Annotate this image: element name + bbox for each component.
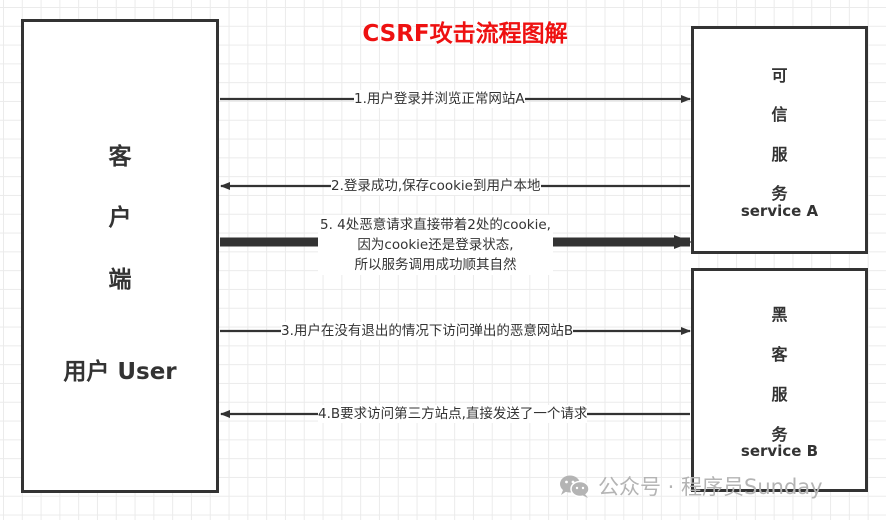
arrow-3-label: 3.用户在没有退出的情况下访问弹出的恶意网站B — [281, 322, 574, 340]
wechat-icon — [558, 473, 592, 499]
arrow-5-label: 5. 4处恶意请求直接带着2处的cookie, 因为cookie还是登录状态, … — [318, 215, 553, 275]
arrow-2-label: 2.登录成功,保存cookie到用户本地 — [331, 177, 541, 195]
client-label: 用户 User — [63, 359, 177, 385]
service-a-char-3: 服 — [771, 145, 788, 164]
service-b-char-4: 务 — [771, 425, 788, 444]
service-a-label: service A — [740, 202, 819, 220]
client-char-2: 户 — [108, 205, 132, 231]
arrow-1-label: 1.用户登录并浏览正常网站A — [354, 90, 525, 108]
service-b-char-1: 黑 — [771, 305, 788, 324]
watermark: 公众号 · 程序员Sunday — [558, 471, 823, 501]
arrow-5-label-line-2: 因为cookie还是登录状态, — [357, 237, 514, 253]
service-a-char-1: 可 — [771, 66, 788, 85]
arrow-5-label-line-1: 5. 4处恶意请求直接带着2处的cookie, — [320, 217, 551, 233]
service-b-char-3: 服 — [771, 385, 788, 404]
client-char-3: 端 — [108, 267, 132, 293]
service-b-box: 黑 客 服 务 service B — [691, 268, 868, 492]
diagram-title: CSRF攻击流程图解 — [362, 21, 568, 47]
service-a-char-4: 务 — [771, 184, 788, 203]
service-a-box: 可 信 服 务 service A — [691, 26, 868, 254]
service-a-char-2: 信 — [771, 105, 788, 124]
watermark-text: 公众号 · 程序员Sunday — [598, 475, 823, 499]
client-char-1: 客 — [108, 144, 132, 170]
arrow-5-label-line-3: 所以服务调用成功顺其自然 — [354, 257, 517, 273]
service-b-label: service B — [740, 442, 819, 460]
client-box: 客 户 端 用户 User — [21, 19, 219, 493]
arrow-4-label: 4.B要求访问第三方站点,直接发送了一个请求 — [318, 405, 588, 423]
service-b-char-2: 客 — [771, 345, 788, 364]
